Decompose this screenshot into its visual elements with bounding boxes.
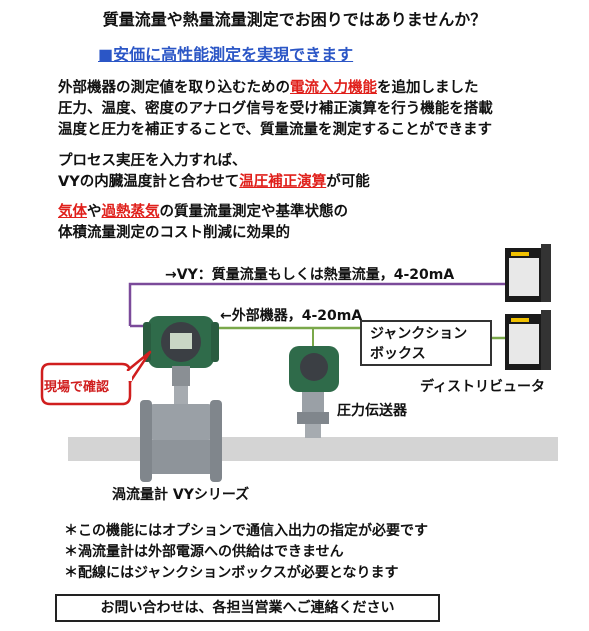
para1-line1: 外部機器の測定値を取り込むための電流入力機能を追加しました [58, 78, 479, 99]
junction-box: ジャンクション ボックス [360, 320, 492, 366]
vy-output-label: →VY：質量流量もしくは熱量流量，4-20mA [165, 267, 455, 283]
note-2: ＊渦流量計は外部電源への供給はできません [64, 544, 344, 560]
para3-highlight-steam: 過熱蒸気 [101, 204, 160, 220]
para3-text-mid: や [87, 204, 102, 220]
note-1: ＊この機能にはオプションで通信入出力の指定が必要です [64, 523, 428, 539]
para2-line2: VYの内臓温度計と合わせて温圧補正演算が可能 [58, 172, 370, 193]
distributor-top-icon [505, 244, 551, 302]
ext-input-label: ←外部機器，4-20mA [220, 308, 363, 324]
transmitter-label: 圧力伝送器 [337, 403, 407, 419]
junction-label-1: ジャンクション [370, 326, 468, 342]
para3-text-b: の質量流量測定や基準状態の [159, 204, 349, 220]
para2-text-a: VYの内臓温度計と合わせて [58, 174, 240, 190]
vortex-flowmeter-icon [140, 316, 222, 482]
para3-line1: 気体や過熱蒸気の質量流量測定や基準状態の [58, 202, 348, 223]
flowmeter-label: 渦流量計 VYシリーズ [112, 487, 250, 503]
para3-highlight-gas: 気体 [58, 204, 87, 220]
subtitle: ■安価に高性能測定を実現できます [98, 45, 354, 64]
para1-text-a: 外部機器の測定値を取り込むための [58, 80, 290, 96]
para1-line3: 温度と圧力を補正することで、質量流量を測定することができます [58, 122, 492, 138]
para2-text-b: が可能 [326, 174, 370, 190]
distributor-bottom-icon [505, 310, 551, 370]
note-3: ＊配線にはジャンクションボックスが必要となります [64, 565, 399, 581]
pressure-transmitter-icon [289, 346, 339, 438]
para2-line1: プロセス実圧を入力すれば、 [58, 153, 247, 169]
para1-line2: 圧力、温度、密度のアナログ信号を受け補正演算を行う機能を搭載 [58, 101, 493, 117]
para1-text-b: を追加しました [377, 80, 479, 96]
para2-highlight: 温圧補正演算 [239, 174, 327, 190]
para1-highlight: 電流入力機能 [290, 80, 377, 96]
para3-line2: 体積流量測定のコスト削減に効果的 [58, 225, 290, 241]
callout-text: 現場で確認 [44, 380, 110, 395]
field-check-callout [40, 350, 152, 406]
vy-output-wire [128, 282, 505, 326]
page-title: 質量流量や熱量流量測定でお困りではありませんか？ [102, 10, 487, 29]
distributor-label: ディストリビュータ [420, 379, 546, 395]
junction-label-2: ボックス [370, 346, 426, 362]
contact-box: お問い合わせは、各担当営業へご連絡ください [55, 594, 440, 622]
